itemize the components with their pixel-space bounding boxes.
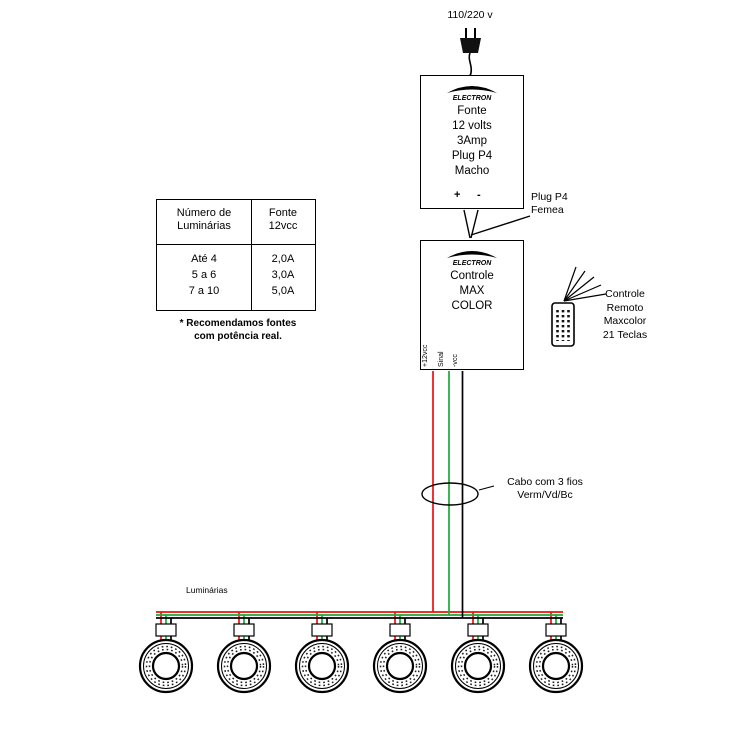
luminaire-connectors <box>155 623 567 637</box>
remote-label-line: Maxcolor <box>603 315 647 327</box>
table-note-line: com potência real. <box>194 331 282 342</box>
luminaires-label: Luminárias <box>186 585 228 595</box>
table-cell-amp: 3,0A <box>271 269 295 281</box>
wire-green <box>156 371 563 646</box>
sizing-table: Número de Luminárias Fonte 12vcc Até 4 2… <box>156 199 316 311</box>
header-line: 12vcc <box>268 220 298 232</box>
table-header-fonte: Fonte 12vcc <box>251 207 315 233</box>
fonte-box: ELECTRON Fonte 12 volts 3Amp Plug P4 Mac… <box>420 75 524 209</box>
table-note-line: * Recomendamos fontes <box>179 318 297 329</box>
output-label-sinal: Sinal <box>438 351 445 367</box>
table-cell-qty: 5 a 6 <box>191 269 217 281</box>
table-cell-amp: 5,0A <box>271 285 295 297</box>
table-note: * Recomendamos fontes com potência real. <box>148 317 328 343</box>
luminaire <box>138 638 194 694</box>
cable-label-line: Verm/Vd/Bc <box>517 489 573 501</box>
plug-femea-label: Plug P4 Femea <box>531 191 568 217</box>
remote-label: Controle Remoto Maxcolor 21 Teclas <box>590 288 660 342</box>
terminal-plus-label: + <box>454 189 461 201</box>
luminaire <box>294 638 350 694</box>
remote-label-line: Remoto <box>606 301 644 314</box>
terminal-minus-label: - <box>477 189 481 201</box>
fonte-line: Fonte <box>457 105 487 117</box>
remote-label-line: Controle <box>605 288 645 300</box>
fonte-line: Plug P4 <box>451 150 493 162</box>
table-cell-amp: 2,0A <box>271 253 295 265</box>
remote-control-icon <box>551 266 607 347</box>
electron-brand-text: ELECTRON <box>453 260 492 267</box>
fonte-line: 3Amp <box>456 135 488 147</box>
table-column-divider <box>251 200 253 310</box>
cable-marker-ellipse <box>421 482 495 506</box>
power-voltage-label: 110/220 v <box>447 9 493 21</box>
output-label-12vcc: +12vcc <box>422 344 429 367</box>
fonte-line: Macho <box>454 165 490 177</box>
header-line: Fonte <box>268 207 298 219</box>
plug-femea-line: Plug P4 <box>531 191 568 203</box>
table-header-divider <box>157 244 315 246</box>
header-line: Número de <box>176 207 232 219</box>
wire-red <box>156 371 563 646</box>
fonte-line: 12 volts <box>452 120 492 132</box>
luminaire <box>450 638 506 694</box>
table-cell-qty: Até 4 <box>191 253 217 265</box>
controle-line: MAX <box>459 285 485 297</box>
electron-brand-text: ELECTRON <box>453 95 492 102</box>
table-header-luminarias: Número de Luminárias <box>157 207 251 233</box>
remote-label-line: 21 Teclas <box>602 328 648 341</box>
table-cell-qty: 7 a 10 <box>188 285 220 297</box>
luminaire <box>528 638 584 694</box>
header-line: Luminárias <box>177 220 231 232</box>
electron-logo-icon: ELECTRON <box>447 251 497 267</box>
power-plug-icon <box>460 28 481 77</box>
electron-logo-icon: ELECTRON <box>447 86 497 102</box>
controle-line: Controle <box>450 270 494 282</box>
plug-p4-connector <box>463 209 531 239</box>
output-label-vcc: -vcc <box>452 354 459 367</box>
plug-femea-line: Femea <box>531 204 564 216</box>
luminaire <box>372 638 428 694</box>
cable-label-line: Cabo com 3 fios <box>507 476 583 488</box>
controle-box: ELECTRON Controle MAX COLOR +12vcc Sinal… <box>420 240 524 370</box>
wire-black <box>156 371 563 646</box>
cable-label: Cabo com 3 fios Verm/Vd/Bc <box>492 476 598 502</box>
luminaire <box>216 638 272 694</box>
controle-line: COLOR <box>451 300 493 312</box>
